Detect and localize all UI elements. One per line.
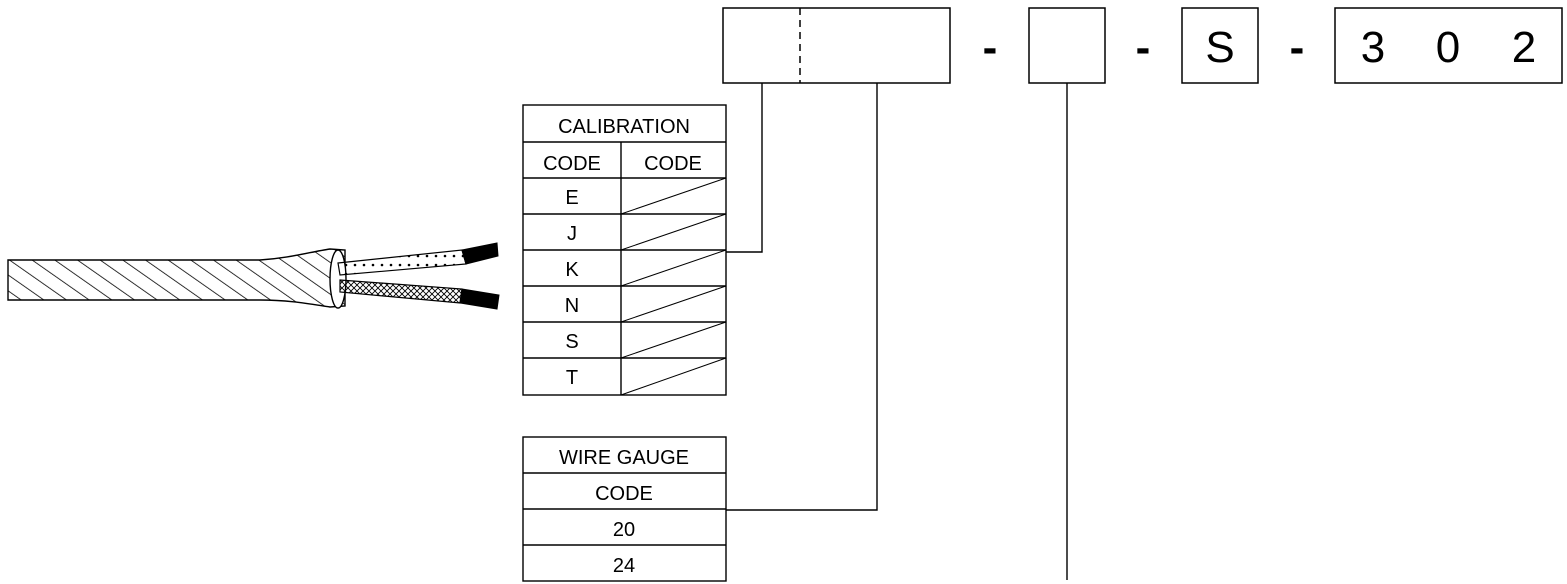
cable-jacket-end <box>329 249 347 309</box>
table-row: S <box>523 321 727 359</box>
suffix-box <box>1334 7 1563 84</box>
calibration-table-title: CALIBRATION <box>558 116 690 138</box>
calibration-table: CALIBRATION CODE CODE E J K N <box>522 104 727 396</box>
suffix-char-2: 0 <box>1436 23 1460 72</box>
s-box-char: S <box>1205 23 1234 72</box>
calibration-code-t: T <box>566 367 578 389</box>
table-row: N <box>523 285 727 323</box>
lower-conductor-strands <box>459 288 500 310</box>
table-row: K <box>523 249 727 287</box>
separator-dash-1: - <box>983 23 998 72</box>
calibration-header-code-2: CODE <box>644 153 702 175</box>
calibration-code-j: J <box>567 223 577 245</box>
option-box <box>1028 7 1106 84</box>
suffix-char-3: 2 <box>1512 23 1536 72</box>
table-row: E <box>523 177 727 215</box>
wire-gauge-table: WIRE GAUGE CODE 20 24 <box>522 436 727 582</box>
cable-jacket <box>7 248 346 308</box>
calibration-code-n: N <box>565 295 579 317</box>
calibration-gauge-box <box>722 7 951 84</box>
calibration-header-code-1: CODE <box>543 153 601 175</box>
lower-conductor <box>339 279 463 304</box>
thermocouple-cable-illustration <box>7 242 500 310</box>
wire-gauge-header-code: CODE <box>595 483 653 505</box>
table-row: 24 <box>613 555 635 577</box>
table-row: 20 <box>523 519 726 546</box>
wire-gauge-table-title: WIRE GAUGE <box>559 447 689 469</box>
upper-conductor-strands <box>461 242 499 265</box>
table-row: J <box>523 213 727 251</box>
wire-gauge-24: 24 <box>613 555 635 577</box>
wire-gauge-20: 20 <box>613 519 635 541</box>
calibration-leader-line <box>726 83 763 253</box>
wire-gauge-leader-line <box>726 83 878 511</box>
part-number: - - S - 3 0 2 <box>722 7 1563 84</box>
table-row: T <box>566 357 727 396</box>
calibration-code-s: S <box>565 331 578 353</box>
separator-dash-2: - <box>1136 23 1151 72</box>
calibration-rows: E J K N S <box>523 177 727 396</box>
calibration-code-e: E <box>565 187 578 209</box>
upper-conductor <box>337 249 467 276</box>
calibration-code-k: K <box>565 259 579 281</box>
suffix-char-1: 3 <box>1361 23 1385 72</box>
s-box <box>1181 7 1259 84</box>
leader-lines <box>726 83 1068 580</box>
separator-dash-3: - <box>1290 23 1305 72</box>
